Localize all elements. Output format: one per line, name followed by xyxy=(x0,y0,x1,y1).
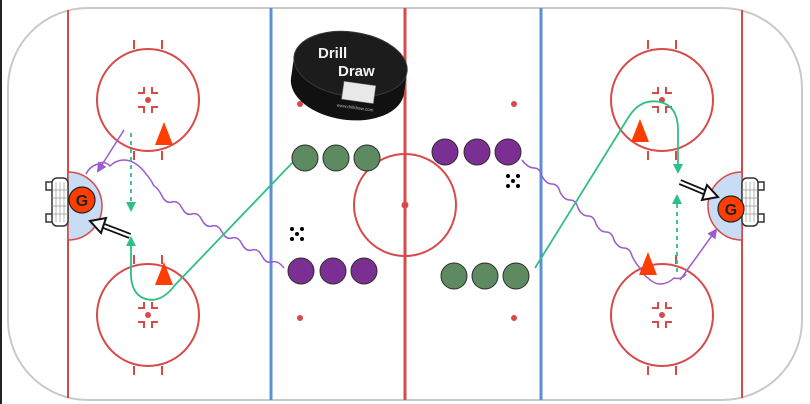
player-purple xyxy=(464,139,490,165)
player-green xyxy=(354,145,380,171)
player-purple xyxy=(288,258,314,284)
player-green xyxy=(323,145,349,171)
goalie-left: G xyxy=(69,187,95,213)
neutral-dot xyxy=(297,315,303,321)
faceoff-dot xyxy=(659,312,665,318)
player-green xyxy=(472,263,498,289)
logo-text-line2: Draw xyxy=(338,63,375,80)
neutral-dot xyxy=(511,101,517,107)
faceoff-dot xyxy=(145,97,151,103)
player-green xyxy=(441,263,467,289)
player-group-green-right xyxy=(441,263,529,289)
player-purple xyxy=(320,258,346,284)
goalie-left-label: G xyxy=(76,193,88,210)
center-dot xyxy=(402,202,409,209)
player-group-green-left xyxy=(292,145,380,171)
player-green xyxy=(292,145,318,171)
goalie-right: G xyxy=(718,196,744,222)
player-purple xyxy=(495,139,521,165)
faceoff-dot xyxy=(145,312,151,318)
logo-text-line1: Drill xyxy=(318,45,347,62)
player-purple xyxy=(432,139,458,165)
player-purple xyxy=(351,258,377,284)
goalie-right-label: G xyxy=(725,202,737,219)
player-green xyxy=(503,263,529,289)
frame-edge xyxy=(0,0,2,404)
player-group-purple-left xyxy=(288,258,377,284)
neutral-dot xyxy=(511,315,517,321)
player-group-purple-right xyxy=(432,139,521,165)
